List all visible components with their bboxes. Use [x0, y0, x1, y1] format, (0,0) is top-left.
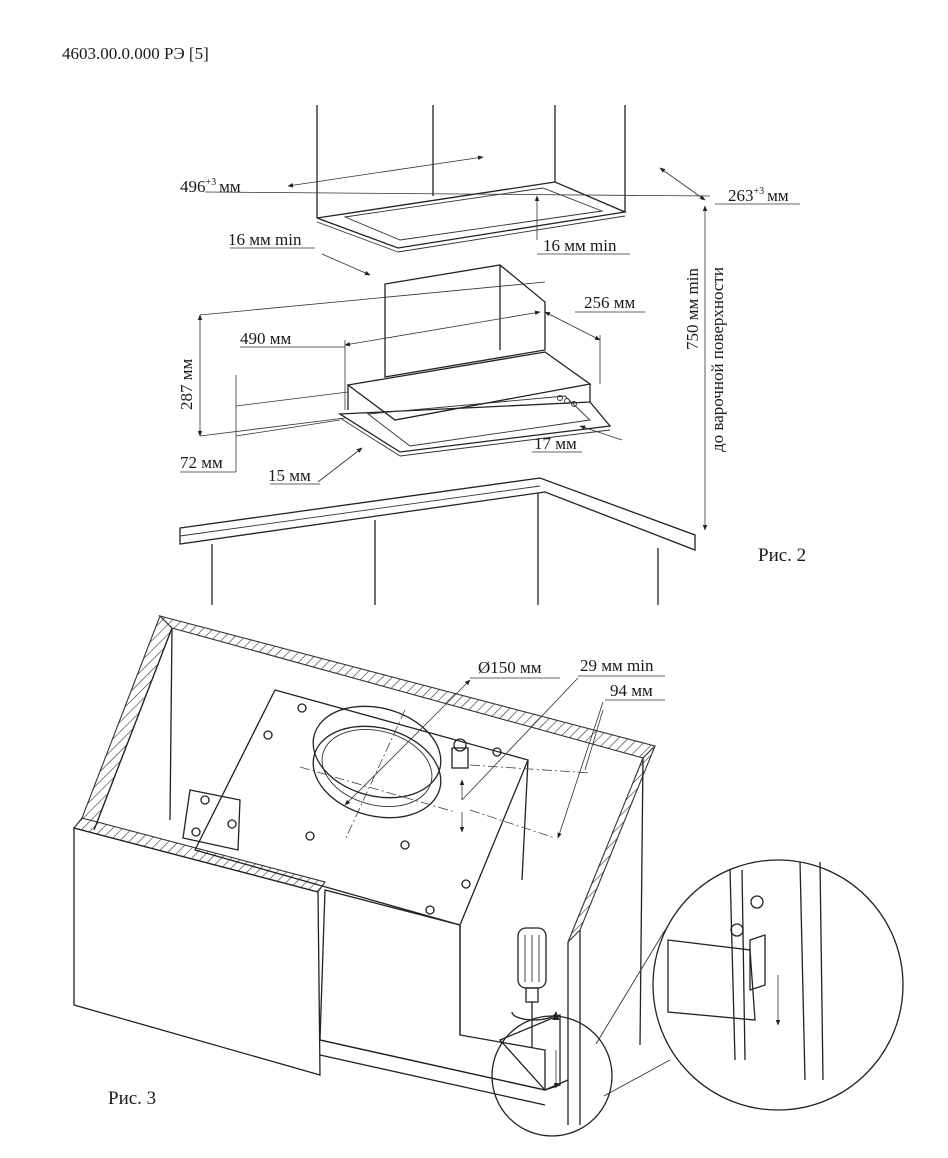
figure-3-drawing: [73, 614, 904, 1137]
duct-collar: [312, 705, 469, 819]
hood-body: [337, 264, 612, 457]
dim-hood-depth: 256 мм: [584, 293, 636, 312]
figure-2-drawing: [179, 105, 800, 605]
dim-gap-left: 16 мм min: [228, 230, 302, 249]
dim-gap-right: 16 мм min: [543, 236, 617, 255]
cabinet-walls: [73, 614, 657, 1125]
cabinet-side-panel: [73, 827, 321, 1076]
cabinet-bottom: [319, 1039, 569, 1106]
detail-magnifier: [491, 859, 904, 1137]
countertop: [179, 477, 696, 605]
dim-clearance-note: до варочной поверхности: [708, 267, 727, 452]
fig3-dimension-lines: [344, 675, 665, 839]
wall-cabinet: [316, 105, 628, 253]
dim-offset: 94 мм: [610, 681, 653, 700]
dim-hood-width: 490 мм: [240, 329, 292, 348]
screw-icons: [191, 703, 502, 915]
screwdriver-icon: [511, 927, 560, 1048]
document-header: 4603.00.0.000 РЭ [5]: [62, 44, 209, 63]
figure-2-caption: Рис. 2: [758, 545, 807, 566]
dim-clearance-value: 750 мм min: [683, 268, 702, 350]
dim-lip-height: 72 мм: [180, 453, 223, 472]
dim-lip-left: 15 мм: [268, 466, 311, 485]
fig2-dimension-lines: [180, 155, 800, 531]
dim-lip-right: 17 мм: [534, 434, 577, 453]
dim-hood-height: 287 мм: [177, 358, 196, 410]
hood-in-cabinet: [182, 689, 561, 1091]
figure-3-caption: Рис. 3: [108, 1088, 157, 1109]
dim-duct-diameter: Ø150 мм: [478, 658, 542, 677]
dim-top-gap: 29 мм min: [580, 656, 654, 675]
